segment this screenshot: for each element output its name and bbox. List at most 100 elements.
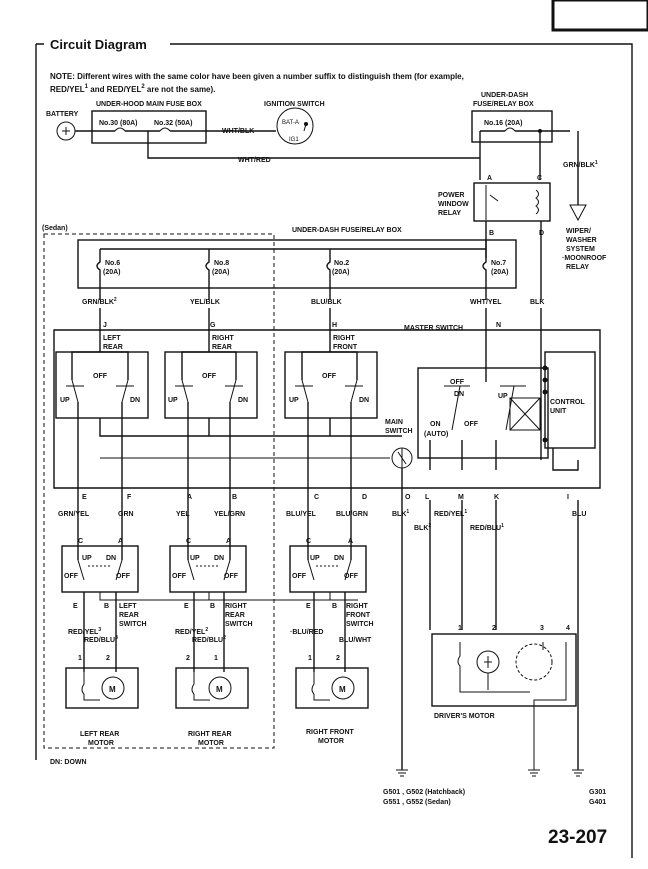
wire-blu-grn: BLU/GRN bbox=[336, 511, 368, 518]
svg-text:UP: UP bbox=[82, 555, 92, 562]
svg-text:LEFT: LEFT bbox=[119, 603, 137, 610]
wire-red-yel-1: RED/YEL1 bbox=[434, 509, 467, 518]
wire-blu-red: ·BLU/RED bbox=[290, 629, 323, 636]
fuse-2: No.2 (20A) bbox=[326, 249, 350, 300]
master-switch-box bbox=[53, 329, 601, 489]
svg-text:E: E bbox=[306, 603, 311, 610]
wiper-label-2: WASHER bbox=[566, 237, 597, 244]
main-switch-label-2: SWITCH bbox=[385, 428, 413, 435]
wire-blu-yel: BLU/YEL bbox=[286, 511, 317, 518]
svg-text:C: C bbox=[186, 538, 191, 545]
wiper-label-4: ·MOONROOF bbox=[562, 255, 607, 262]
underdash-fuse-box-main bbox=[77, 239, 517, 289]
svg-text:OFF: OFF bbox=[93, 373, 108, 380]
svg-text:MOTOR: MOTOR bbox=[318, 738, 344, 745]
svg-text:OFF: OFF bbox=[450, 379, 465, 386]
wire-grn-blk-2: GRN/BLK2 bbox=[82, 297, 117, 306]
power-window-relay-box bbox=[473, 182, 551, 222]
fuse-6: No.6 (20A) bbox=[96, 249, 121, 300]
svg-text:1: 1 bbox=[308, 655, 312, 662]
svg-text:(20A): (20A) bbox=[491, 269, 509, 276]
driver-switch-assembly: OFF DN UP ON (AUTO) OFF CONTROL UNIT bbox=[417, 351, 596, 471]
master-switch-right-front: RIGHT FRONT OFF UP DN bbox=[284, 330, 378, 470]
svg-text:1: 1 bbox=[214, 655, 218, 662]
section-frame bbox=[36, 43, 633, 858]
svg-text:1: 1 bbox=[78, 655, 82, 662]
svg-text:A: A bbox=[348, 538, 353, 545]
wire-red-yel-3: RED/YEL3 bbox=[68, 627, 101, 636]
ground-g301 bbox=[572, 769, 584, 777]
svg-text:1: 1 bbox=[458, 625, 462, 632]
svg-text:E: E bbox=[73, 603, 78, 610]
note-line-2: RED/YEL1 and RED/YEL2 are not the same). bbox=[50, 84, 215, 94]
wire-red-yel-2: RED/YEL2 bbox=[175, 627, 208, 636]
svg-text:DN: DN bbox=[454, 391, 464, 398]
section-title: Circuit Diagram bbox=[50, 37, 147, 52]
svg-text:J: J bbox=[103, 322, 107, 329]
svg-text:3: 3 bbox=[540, 625, 544, 632]
ground-label-4: G401 bbox=[589, 799, 606, 806]
window-switch-right-rear: C A UP DN OFF OFF E B RIGHT REAR SWITCH bbox=[169, 538, 253, 628]
svg-text:M: M bbox=[109, 685, 116, 694]
svg-text:(20A): (20A) bbox=[103, 269, 121, 276]
svg-text:(20A): (20A) bbox=[332, 269, 350, 276]
wire-blk-1: BLK1 bbox=[392, 509, 409, 518]
fuse-32-symbol bbox=[159, 127, 171, 132]
svg-text:LEFT: LEFT bbox=[103, 335, 121, 342]
svg-text:No.8: No.8 bbox=[214, 260, 229, 267]
svg-text:OFF: OFF bbox=[292, 573, 307, 580]
page-number: 23-207 bbox=[548, 827, 607, 848]
svg-text:ON: ON bbox=[430, 421, 441, 428]
wire-blk-2: BLK2 bbox=[414, 523, 431, 532]
wire-yel: YEL bbox=[176, 511, 190, 518]
fuse-7: No.7 (20A) bbox=[482, 258, 509, 300]
svg-text:SWITCH: SWITCH bbox=[225, 621, 253, 628]
svg-text:G: G bbox=[210, 322, 216, 329]
page-tab-box bbox=[551, 0, 648, 32]
svg-text:SWITCH: SWITCH bbox=[346, 621, 374, 628]
relay-coil-icon bbox=[485, 185, 539, 220]
svg-text:FRONT: FRONT bbox=[333, 344, 358, 351]
svg-text:B: B bbox=[232, 494, 237, 501]
window-switch-right-front: C A UP DN OFF OFF E B RIGHT FRONT SWITCH bbox=[289, 538, 374, 628]
wire-blu-wht: BLU/WHT bbox=[339, 637, 372, 644]
svg-text:RIGHT: RIGHT bbox=[333, 335, 356, 342]
svg-text:E: E bbox=[184, 603, 189, 610]
wire-blu-blk: BLU/BLK bbox=[311, 299, 342, 306]
svg-text:C: C bbox=[314, 494, 319, 501]
svg-text:OFF: OFF bbox=[172, 573, 187, 580]
svg-text:SWITCH: SWITCH bbox=[119, 621, 147, 628]
battery-label: BATTERY bbox=[46, 111, 79, 118]
svg-text:C: C bbox=[306, 538, 311, 545]
svg-text:OFF: OFF bbox=[224, 573, 239, 580]
svg-text:No.7: No.7 bbox=[491, 260, 506, 267]
svg-text:(AUTO): (AUTO) bbox=[424, 431, 448, 438]
svg-text:M: M bbox=[458, 494, 464, 501]
svg-text:A: A bbox=[226, 538, 231, 545]
svg-text:M: M bbox=[216, 685, 223, 694]
wire-grn: GRN bbox=[118, 511, 134, 518]
fuse-8: No.8 (20A) bbox=[205, 249, 230, 300]
svg-text:BAT-A: BAT-A bbox=[282, 120, 299, 126]
svg-text:UP: UP bbox=[168, 397, 178, 404]
svg-text:DN: DN bbox=[214, 555, 224, 562]
window-switch-left-rear: C A UP DN OFF OFF E B LEFT REAR SWITCH bbox=[61, 538, 147, 628]
ground-label-1: G501 , G502 (Hatchback) bbox=[383, 789, 465, 796]
control-unit-label-1: CONTROL bbox=[550, 399, 585, 406]
motor-right-rear: 2 1 M RIGHT REAR MOTOR bbox=[175, 655, 249, 747]
svg-text:DN: DN bbox=[106, 555, 116, 562]
svg-text:L: L bbox=[425, 494, 430, 501]
underdash-box-top-label-1: UNDER-DASH bbox=[481, 92, 528, 99]
legend-dn: DN: DOWN bbox=[50, 759, 87, 766]
svg-text:DN: DN bbox=[238, 397, 248, 404]
svg-text:RIGHT REAR: RIGHT REAR bbox=[188, 731, 232, 738]
wire-blu: BLU bbox=[572, 511, 586, 518]
motor-right-front: 1 2 M RIGHT FRONT MOTOR bbox=[295, 655, 369, 745]
wire-red-blu-2: RED/BLU2 bbox=[192, 635, 226, 644]
ground-label-2: G551 , G552 (Sedan) bbox=[383, 799, 451, 806]
wire-grn-blk-1: GRN/BLK1 bbox=[563, 160, 598, 169]
power-window-relay-label-1: POWER bbox=[438, 192, 464, 199]
svg-text:OFF: OFF bbox=[64, 573, 79, 580]
drivers-motor-label: DRIVER'S MOTOR bbox=[434, 713, 495, 720]
